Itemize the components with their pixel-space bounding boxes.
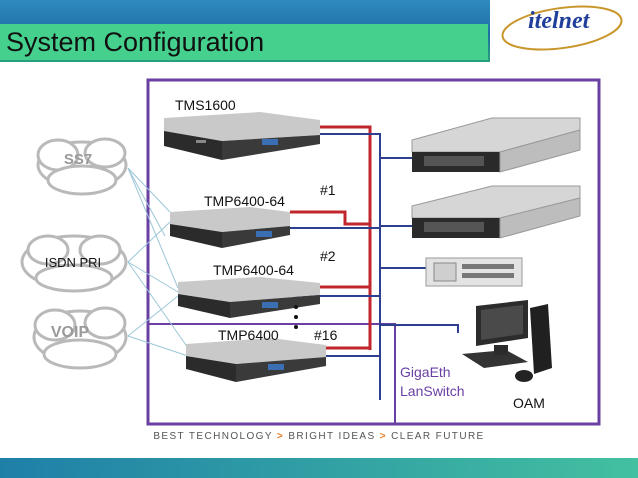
cloud-links <box>127 167 189 357</box>
chassis-tmp6400-1 <box>170 207 290 248</box>
cloud-ss7 <box>36 137 128 196</box>
title-bar <box>0 24 488 60</box>
cloud-voip <box>32 306 128 370</box>
tagline-part-2: BRIGHT IDEAS <box>288 431 376 442</box>
tagline-separator-1: > <box>276 431 285 442</box>
cloud-label-isdn: ISDN PRI <box>45 255 101 270</box>
marker-1: #1 <box>320 182 336 198</box>
label-tmp6400-16: TMP6400 <box>218 327 279 343</box>
label-tmp6400-1: TMP6400-64 <box>204 193 285 209</box>
switch-label-line2: LanSwitch <box>400 383 465 399</box>
cloud-label-voip: VOIP <box>51 324 90 341</box>
logo-text: itelnet <box>528 8 590 34</box>
server-2 <box>411 185 581 239</box>
label-oam: OAM <box>513 395 545 411</box>
switch-label-line1: GigaEth <box>400 364 451 380</box>
red-links <box>290 125 372 350</box>
marker-16: #16 <box>314 327 338 343</box>
continuation-dots <box>294 305 298 329</box>
chassis-tmp6400-2 <box>178 277 320 318</box>
tagline-separator-2: > <box>379 431 387 442</box>
cloud-isdn <box>20 234 128 293</box>
chassis-tmp6400-16 <box>186 338 326 382</box>
tagline-part-1: BEST TECHNOLOGY <box>153 431 273 442</box>
chassis-tms1600 <box>164 112 320 160</box>
marker-2: #2 <box>320 248 336 264</box>
label-tmp6400-2: TMP6400-64 <box>213 262 294 278</box>
label-tms1600: TMS1600 <box>175 97 236 113</box>
lan-switch-device <box>425 257 523 287</box>
server-1 <box>411 117 581 173</box>
oam-workstation <box>462 300 552 382</box>
cloud-label-ss7: SS7 <box>64 151 92 168</box>
page-title: System Configuration <box>6 27 265 57</box>
footer-tagline: BEST TECHNOLOGY > BRIGHT IDEAS > CLEAR F… <box>0 431 638 442</box>
system-enclosure <box>146 78 601 426</box>
footer-band <box>0 458 638 478</box>
tagline-part-3: CLEAR FUTURE <box>391 431 485 442</box>
